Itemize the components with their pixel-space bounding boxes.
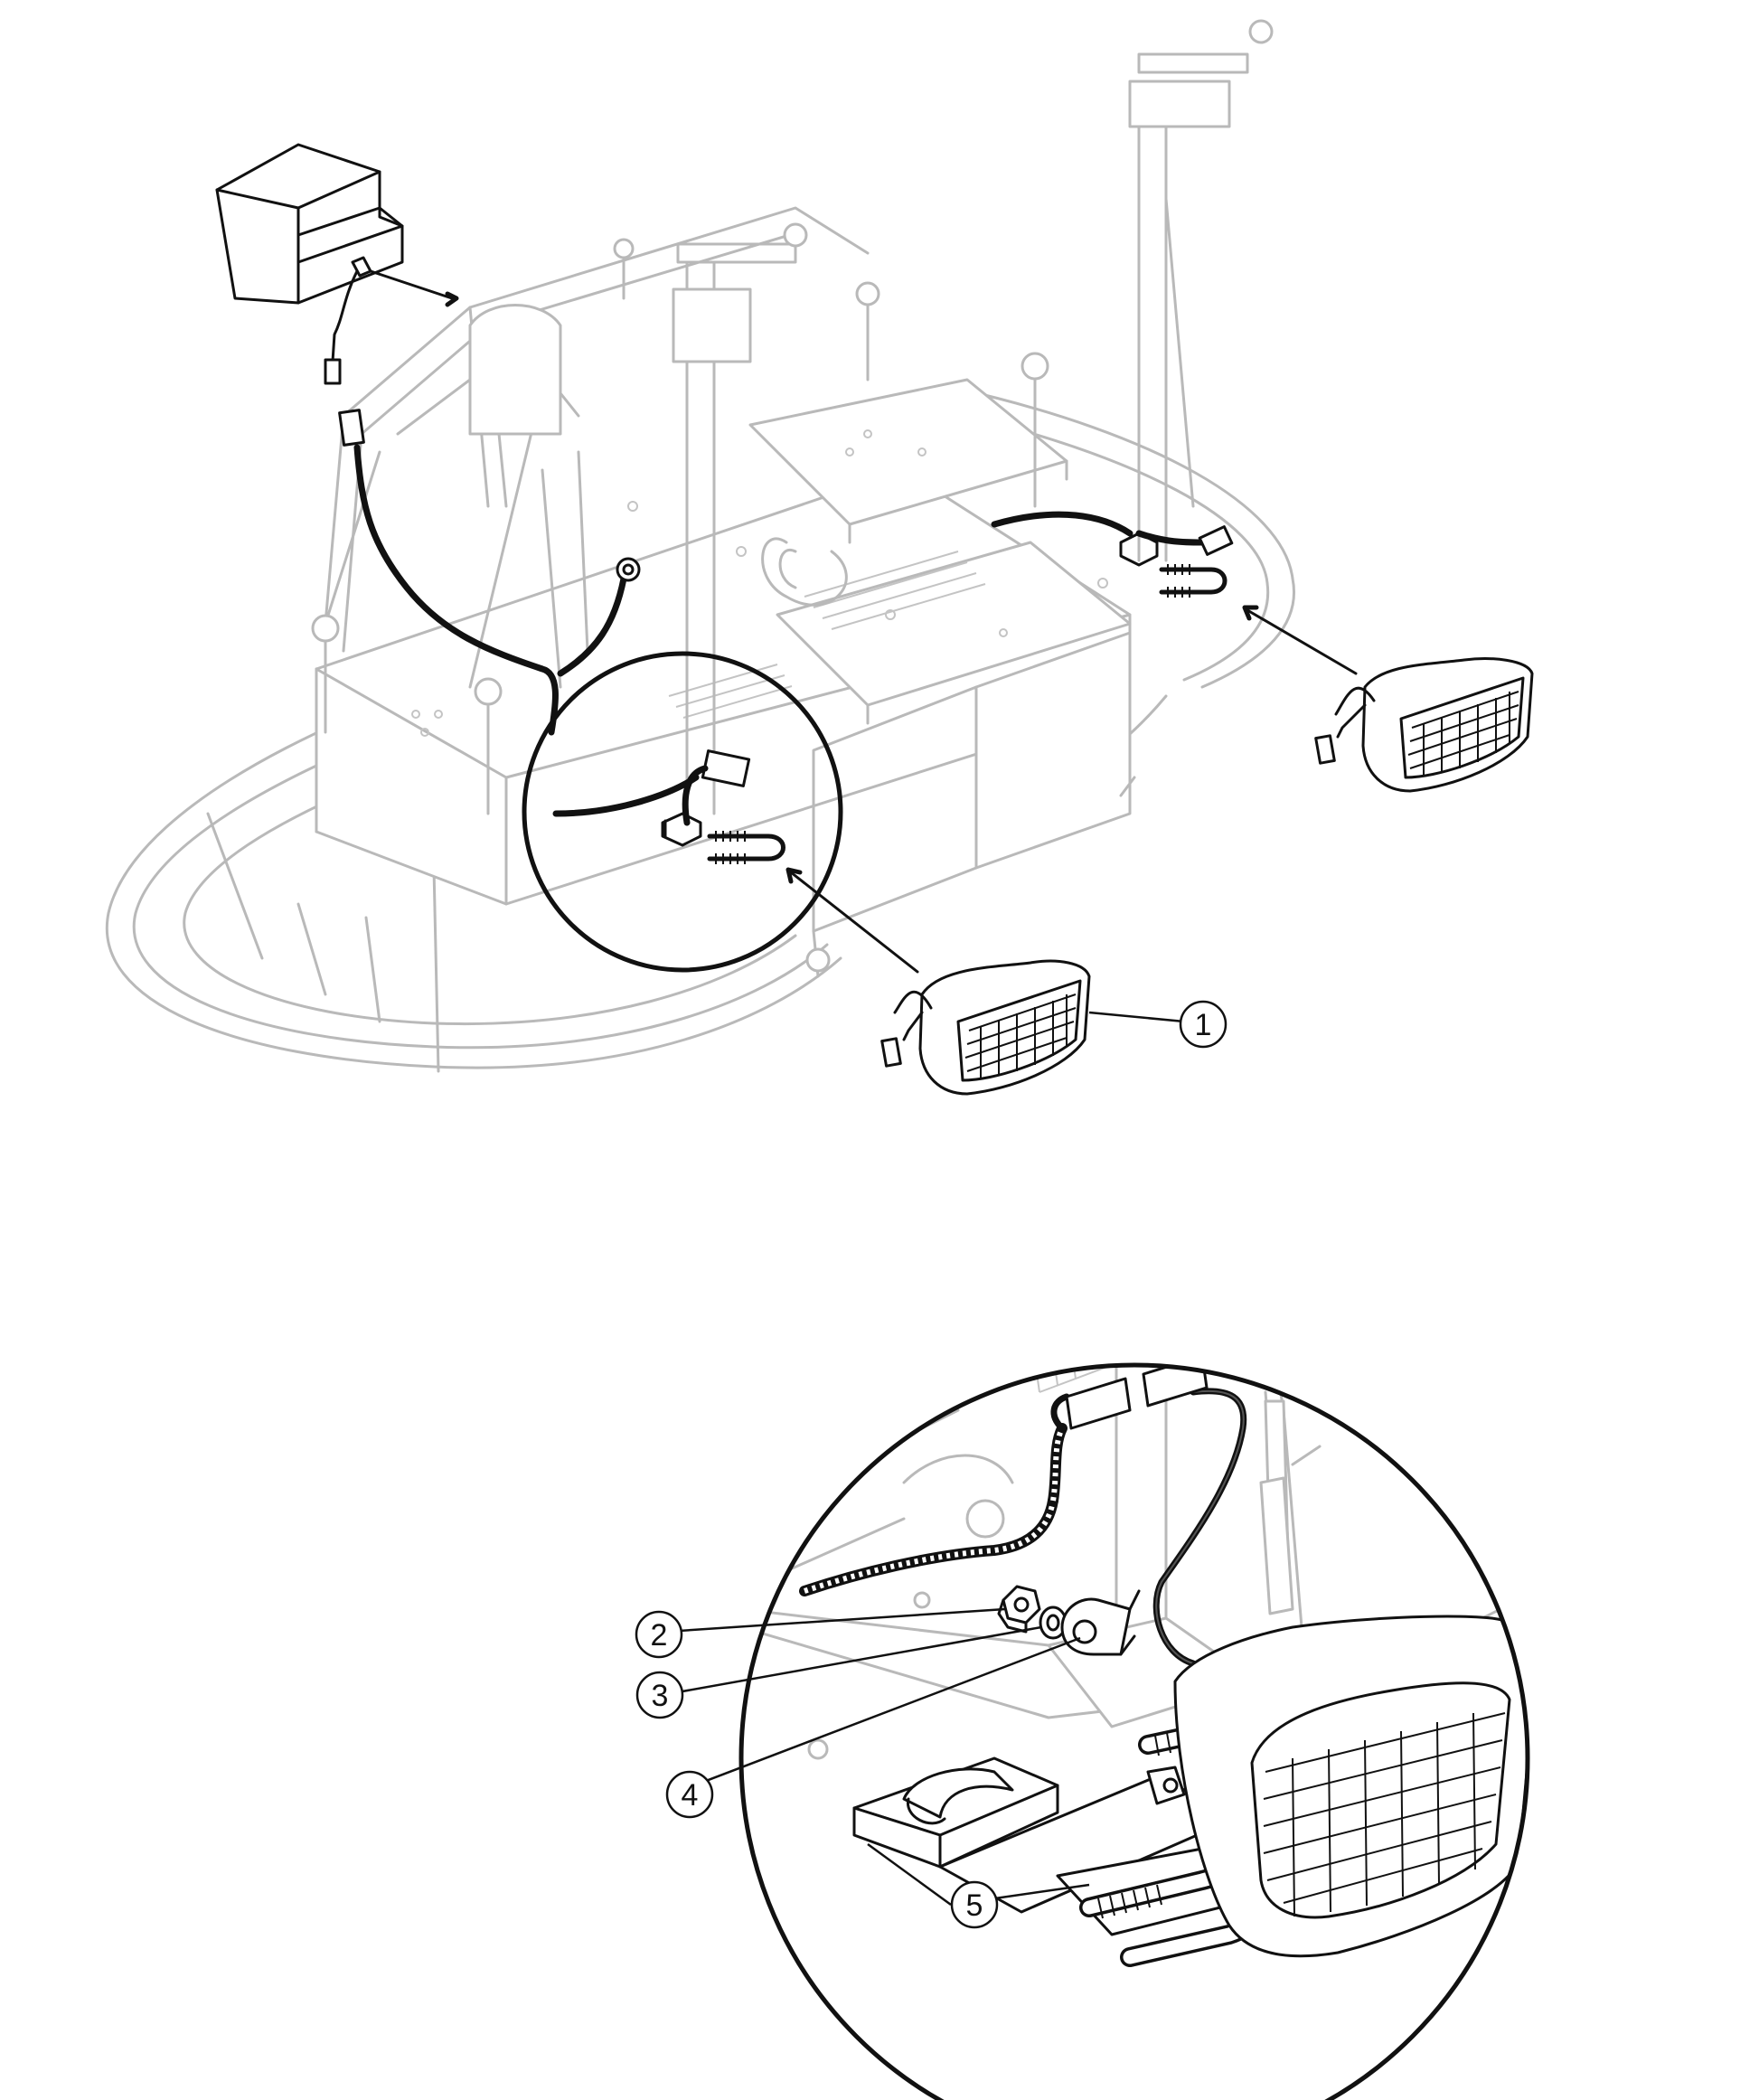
control-box-icon <box>215 143 404 305</box>
callout-5-label: 5 <box>966 1888 983 1923</box>
u-bolt-icon <box>707 831 785 864</box>
callout-4-label: 4 <box>682 1778 699 1813</box>
callout-4: 4 <box>665 1770 714 1819</box>
callout-3: 3 <box>635 1671 684 1719</box>
headlight-icon-right <box>1314 657 1534 793</box>
machine-frame <box>105 19 1295 1073</box>
detail-view-circle <box>738 1362 1530 2100</box>
headlight-detail-icon <box>1173 1615 1528 1958</box>
braided-conduit <box>799 1423 1068 1596</box>
left-light-mount <box>661 749 785 864</box>
mounting-bracket-icon <box>852 1756 1059 1869</box>
ring-terminal-icon <box>1060 1589 1141 1656</box>
callout-2-label: 2 <box>651 1618 668 1653</box>
wire-connector-left <box>1065 1377 1132 1430</box>
control-box-cable <box>324 269 459 385</box>
callout-5: 5 <box>950 1880 999 1929</box>
headlight-icon <box>880 959 1185 1096</box>
callout-3-label: 3 <box>652 1679 669 1713</box>
detail-view-content <box>741 1365 1528 1967</box>
callout-1: 1 <box>1179 1000 1228 1049</box>
hex-nut-icon <box>997 1585 1041 1634</box>
wiring-harness <box>338 409 1206 817</box>
assembly-arrows <box>785 605 1358 974</box>
right-light-mount <box>1119 525 1234 598</box>
callout-1-label: 1 <box>1195 1008 1212 1042</box>
detail-highlight-circle <box>522 651 843 973</box>
callout-2: 2 <box>635 1610 683 1659</box>
